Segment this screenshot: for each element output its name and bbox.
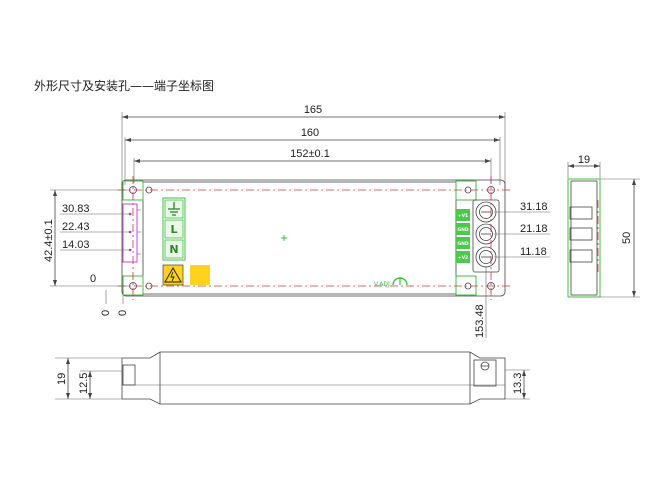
output-terminal-labels: +V1 GND GND +V2 (456, 209, 470, 263)
label-front-right-height: 13.3 (512, 373, 524, 394)
label-overall-length: 165 (304, 104, 322, 116)
label-front-left-height: 12.5 (78, 373, 90, 394)
coord-right-3: 11.18 (520, 246, 547, 258)
origin-zero-a: 0 (100, 310, 112, 316)
left-input-connector (122, 203, 141, 263)
center-mark (281, 235, 287, 241)
output-label-v2: +V2 (458, 255, 468, 261)
ground-icon (168, 202, 180, 216)
mounting-tab-br (455, 275, 477, 296)
drawing-title: 外形尺寸及安装孔——端子坐标图 (34, 79, 215, 93)
label-hole-spacing: 152±0.1 (290, 148, 330, 160)
coord-right-1: 31.18 (520, 201, 548, 213)
coord-left-1: 30.83 (62, 203, 90, 215)
output-screw-terminals (472, 199, 500, 273)
housing-outline (121, 179, 506, 297)
side-terminal-2 (569, 227, 593, 241)
coord-terminal-x: 153.48 (474, 304, 486, 338)
side-terminal-3 (569, 249, 593, 263)
mounting-tab-tr (455, 180, 477, 201)
dim-hole-spacing: 152±0.1 (133, 148, 492, 183)
top-view: 165 160 152±0.1 (43, 104, 550, 338)
dim-vertical-hole-spacing: 42.4±0.1 (43, 189, 130, 287)
left-terminal-coordinates: 30.83 22.43 14.03 (60, 203, 132, 251)
coord-left-2: 22.43 (62, 221, 90, 233)
front-output-terminal (473, 359, 497, 387)
label-side-width: 19 (578, 154, 590, 166)
output-label-v1: +V1 (458, 213, 468, 219)
front-housing (121, 351, 506, 405)
dim-overall-length: 165 (121, 104, 506, 190)
side-housing (567, 178, 601, 298)
label-body-length: 160 (301, 127, 319, 139)
side-terminal-1 (569, 206, 593, 220)
adjust-potentiometer-icon: + (392, 277, 412, 288)
screw-terminal-2 (475, 223, 497, 245)
label-vertical-hole-spacing: 42.4±0.1 (43, 219, 55, 262)
right-terminal-coordinates: 31.18 21.18 11.18 (494, 201, 550, 258)
screw-terminal-3 (475, 246, 497, 268)
front-view: 19 12.5 13.3 (55, 351, 530, 405)
input-terminal-strip: L N (162, 197, 186, 261)
origin-zero-b: 0 (117, 310, 129, 316)
adjust-label: V.ADJ (374, 281, 390, 288)
screw-terminal-1 (475, 201, 497, 223)
warning-triangle-icon (162, 264, 184, 286)
side-view: 19 50 (567, 154, 640, 298)
svg-text:+: + (409, 283, 412, 288)
dim-body-length: 160 (124, 127, 501, 185)
output-label-gnd-2: GND (457, 241, 468, 247)
label-side-height: 50 (621, 232, 633, 244)
output-label-gnd-1: GND (457, 227, 468, 233)
yellow-label-sticker (190, 265, 210, 285)
housing-inner-panel (142, 181, 457, 295)
terminal-label-n: N (169, 243, 178, 256)
dim-terminal-x: 153.48 (474, 266, 487, 338)
terminal-label-l: L (170, 223, 177, 236)
coord-right-2: 21.18 (520, 223, 548, 235)
label-front-height: 19 (56, 373, 68, 385)
front-input-connector (122, 364, 136, 386)
origin-zero-y: 0 (90, 273, 96, 285)
coord-left-3: 14.03 (62, 239, 90, 251)
